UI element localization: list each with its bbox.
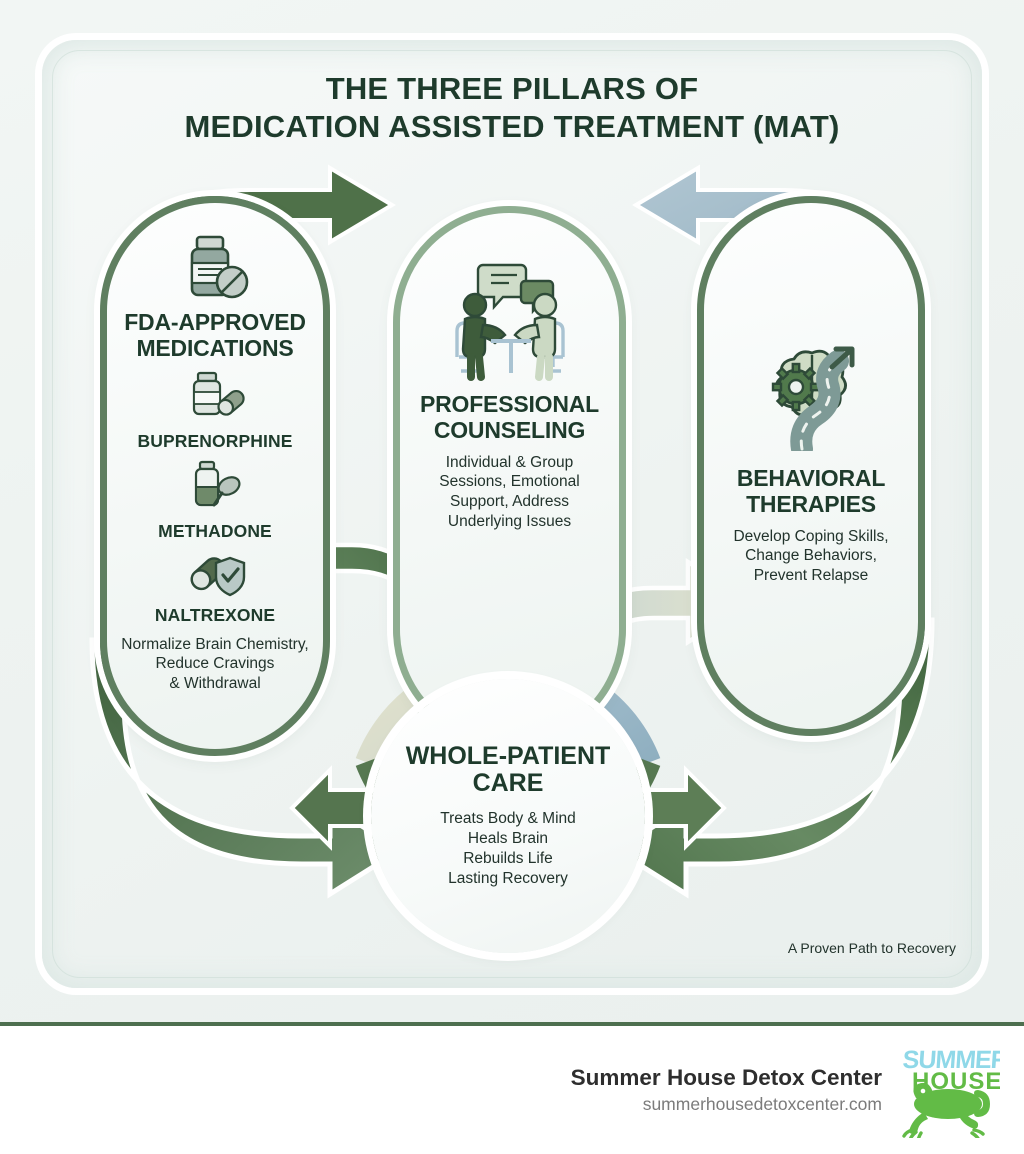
pillar-description: Normalize Brain Chemistry, Reduce Cravin… bbox=[121, 635, 308, 694]
page-title: THE THREE PILLARS OF MEDICATION ASSISTED… bbox=[0, 70, 1024, 146]
desc-line: Support, Address bbox=[450, 493, 569, 511]
title-line-2: MEDICATION ASSISTED TREATMENT (MAT) bbox=[184, 108, 840, 144]
frog-logo-icon: SUMMER HOUSE bbox=[896, 1042, 1010, 1144]
pillar-title-line-2: MEDICATIONS bbox=[136, 334, 294, 361]
footer: Summer House Detox Center summerhousedet… bbox=[0, 1026, 1024, 1154]
pillar-title-line-2: COUNSELING bbox=[433, 416, 586, 443]
medicine-bottle-capsule-icon bbox=[184, 370, 246, 431]
medication-name: NALTREXONE bbox=[154, 604, 276, 625]
pillar-title: BEHAVIORAL THERAPIES bbox=[736, 465, 886, 518]
pillar-title-line-2: THERAPIES bbox=[746, 490, 876, 517]
pillar-title-line-1: PROFESSIONAL bbox=[419, 391, 600, 417]
medication-naltrexone: NALTREXONE bbox=[155, 550, 275, 626]
footer-divider bbox=[0, 1022, 1024, 1026]
medication-buprenorphine: BUPRENORPHINE bbox=[138, 370, 293, 452]
desc-line: Individual & Group bbox=[445, 453, 574, 471]
pillar-description: Individual & Group Sessions, Emotional S… bbox=[439, 453, 579, 532]
desc-line: Change Behaviors, bbox=[745, 547, 877, 565]
tagline: A Proven Path to Recovery bbox=[787, 940, 956, 956]
pill-bottle-icon bbox=[177, 229, 253, 310]
desc-line: Treats Body & Mind bbox=[440, 809, 576, 827]
circle-content: WHOLE-PATIENT CARE Treats Body & Mind He… bbox=[371, 679, 645, 953]
medication-methadone: METHADONE bbox=[158, 460, 272, 542]
liquid-bottle-spoon-icon bbox=[184, 460, 246, 521]
pillar-description: Develop Coping Skills, Change Behaviors,… bbox=[733, 527, 888, 586]
pillar-fda-approved-medications[interactable]: FDA-APPROVED MEDICATIONS BUPRENORP bbox=[100, 196, 330, 756]
medication-name: BUPRENORPHINE bbox=[137, 430, 293, 451]
pillar-professional-counseling[interactable]: PROFESSIONAL COUNSELING Individual & Gro… bbox=[393, 206, 626, 746]
pillar-title-line-1: BEHAVIORAL bbox=[736, 465, 886, 491]
desc-line: Heals Brain bbox=[467, 829, 549, 847]
circle-title-line-1: WHOLE-PATIENT bbox=[405, 741, 611, 770]
circle-title: WHOLE-PATIENT CARE bbox=[405, 741, 611, 798]
brain-gear-road-icon bbox=[752, 343, 870, 460]
brand-url[interactable]: summerhousedetoxcenter.com bbox=[642, 1094, 882, 1115]
brand-name: Summer House Detox Center bbox=[570, 1065, 882, 1091]
pillar-behavioral-therapies[interactable]: BEHAVIORAL THERAPIES Develop Coping Skil… bbox=[697, 196, 925, 736]
desc-line: Develop Coping Skills, bbox=[733, 527, 889, 545]
counseling-session-icon bbox=[439, 261, 581, 386]
svg-text:SUMMER: SUMMER bbox=[902, 1046, 1000, 1074]
desc-line: Underlying Issues bbox=[447, 512, 572, 530]
desc-line: Lasting Recovery bbox=[448, 870, 568, 888]
medication-name: METHADONE bbox=[158, 520, 272, 541]
circle-description: Treats Body & Mind Heals Brain Rebuilds … bbox=[440, 809, 576, 890]
desc-line: Rebuilds Life bbox=[463, 850, 553, 867]
capsule-shield-check-icon bbox=[182, 550, 248, 605]
infographic-panel: THE THREE PILLARS OF MEDICATION ASSISTED… bbox=[0, 0, 1024, 1022]
pillar-title-line-1: FDA-APPROVED bbox=[124, 309, 306, 335]
desc-line: Sessions, Emotional bbox=[439, 473, 580, 491]
desc-line: Reduce Cravings bbox=[155, 655, 275, 673]
pillar-title: FDA-APPROVED MEDICATIONS bbox=[124, 309, 306, 362]
title-line-1: THE THREE PILLARS OF bbox=[325, 71, 699, 106]
desc-line: Normalize Brain Chemistry, bbox=[121, 635, 309, 653]
desc-line: & Withdrawal bbox=[169, 675, 261, 693]
whole-patient-care-circle[interactable]: WHOLE-PATIENT CARE Treats Body & Mind He… bbox=[330, 638, 686, 994]
circle-title-line-2: CARE bbox=[472, 769, 544, 798]
desc-line: Prevent Relapse bbox=[753, 567, 869, 585]
footer-text-block: Summer House Detox Center summerhousedet… bbox=[571, 1064, 882, 1116]
pillar-title: PROFESSIONAL COUNSELING bbox=[419, 391, 600, 444]
